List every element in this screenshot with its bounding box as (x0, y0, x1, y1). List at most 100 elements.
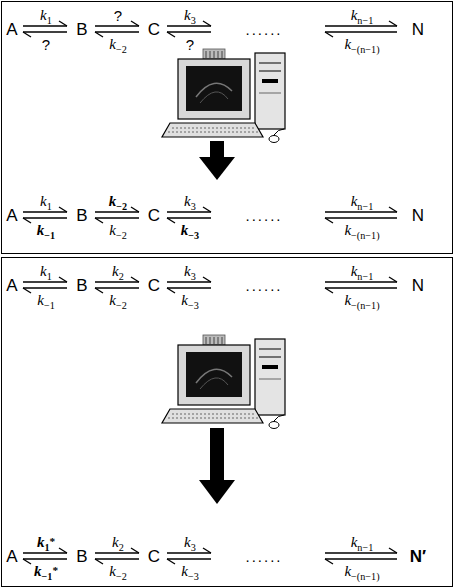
scheme-panel: Ak1k−1Bk2k−2Ck3k−3......kn−1k−(n−1)NAk1*… (1, 257, 453, 587)
harpoon-line (325, 218, 333, 223)
harpoon-line (167, 217, 211, 218)
ellipsis: ...... (245, 22, 282, 37)
harpoon-line (167, 281, 211, 282)
species-label: C (148, 277, 160, 294)
rate-constant: k3 (184, 194, 196, 209)
harpoon-line (167, 218, 175, 223)
harpoon-line (59, 21, 67, 26)
harpoon-line (389, 207, 397, 212)
harpoon-line (167, 559, 175, 564)
rate-constant: k1 (40, 264, 52, 279)
harpoon-line (59, 277, 67, 282)
harpoon-line (95, 218, 103, 223)
rate-constant: k2 (112, 264, 124, 279)
rate-constant: k−3 (181, 223, 199, 238)
harpoon-line (23, 25, 67, 26)
ellipsis: ...... (245, 208, 282, 223)
harpoon-line (95, 288, 103, 293)
harpoon-line (95, 25, 139, 26)
species-label: A (6, 277, 17, 294)
harpoon-line (167, 32, 175, 37)
rate-constant: k−3 (181, 293, 199, 308)
harpoon-line (167, 558, 211, 559)
harpoon-line (389, 277, 397, 282)
rate-constant: k−2 (109, 223, 127, 238)
rate-constant: ? (186, 37, 194, 52)
harpoon-line (325, 211, 397, 212)
species-label: C (148, 548, 160, 565)
harpoon-line (389, 21, 397, 26)
harpoon-line (167, 25, 211, 26)
species-label: N′ (410, 548, 426, 565)
species-label: A (6, 548, 17, 565)
ellipsis: ...... (245, 549, 282, 564)
harpoon-line (95, 287, 139, 288)
harpoon-line (325, 281, 397, 282)
harpoon-line (325, 217, 397, 218)
harpoon-line (325, 559, 333, 564)
rate-constant: k3 (184, 8, 196, 23)
harpoon-line (23, 31, 67, 32)
rate-constant: k3 (184, 264, 196, 279)
harpoon-line (23, 288, 31, 293)
harpoon-line (389, 548, 397, 553)
harpoon-line (95, 558, 139, 559)
harpoon-line (23, 32, 31, 37)
harpoon-line (325, 552, 397, 553)
species-label: B (76, 21, 87, 38)
harpoon-line (23, 218, 31, 223)
rate-constant: kn−1 (351, 264, 374, 279)
harpoon-line (131, 277, 139, 282)
rate-constant: k−(n−1) (344, 223, 379, 238)
harpoon-line (95, 559, 103, 564)
harpoon-line (95, 217, 139, 218)
rate-constant: k−(n−1) (344, 37, 379, 52)
rate-constant: k1* (37, 535, 55, 550)
harpoon-line (325, 288, 333, 293)
ellipsis: ...... (245, 278, 282, 293)
harpoon-line (59, 207, 67, 212)
rate-constant: kn−1 (351, 194, 374, 209)
harpoon-line (95, 281, 139, 282)
scheme-panel: Ak1?B?k−2Ck3?......kn−1k−(n−1)NAk1k−1Bk−… (1, 1, 453, 254)
rate-constant: k−2 (109, 37, 127, 52)
harpoon-line (203, 207, 211, 212)
rate-constant: k−3 (181, 564, 199, 579)
species-label: A (6, 21, 17, 38)
rate-constant: k3 (184, 535, 196, 550)
harpoon-line (95, 31, 139, 32)
harpoon-line (23, 211, 67, 212)
species-label: N (412, 277, 424, 294)
harpoon-line (325, 31, 397, 32)
down-arrow (199, 428, 235, 504)
species-label: C (148, 207, 160, 224)
harpoon-line (23, 217, 67, 218)
rate-constant: k1 (40, 194, 52, 209)
harpoon-line (203, 21, 211, 26)
harpoon-line (325, 558, 397, 559)
harpoon-line (23, 559, 31, 564)
harpoon-line (167, 288, 175, 293)
computer-icon (162, 335, 285, 429)
harpoon-line (95, 32, 103, 37)
species-label: B (76, 548, 87, 565)
harpoon-line (23, 287, 67, 288)
down-arrow (199, 141, 235, 180)
harpoon-line (167, 211, 211, 212)
species-label: B (76, 207, 87, 224)
rate-constant: ? (114, 8, 122, 23)
rate-constant: k1 (40, 8, 52, 23)
harpoon-line (325, 287, 397, 288)
rate-constant: k−(n−1) (344, 564, 379, 579)
species-label: C (148, 21, 160, 38)
rate-constant: k−(n−1) (344, 293, 379, 308)
harpoon-line (167, 552, 211, 553)
harpoon-line (203, 277, 211, 282)
rate-constant: k2 (112, 535, 124, 550)
harpoon-line (325, 25, 397, 26)
harpoon-line (167, 287, 211, 288)
harpoon-line (95, 552, 139, 553)
harpoon-line (167, 31, 211, 32)
rate-constant: k−1 (37, 293, 55, 308)
